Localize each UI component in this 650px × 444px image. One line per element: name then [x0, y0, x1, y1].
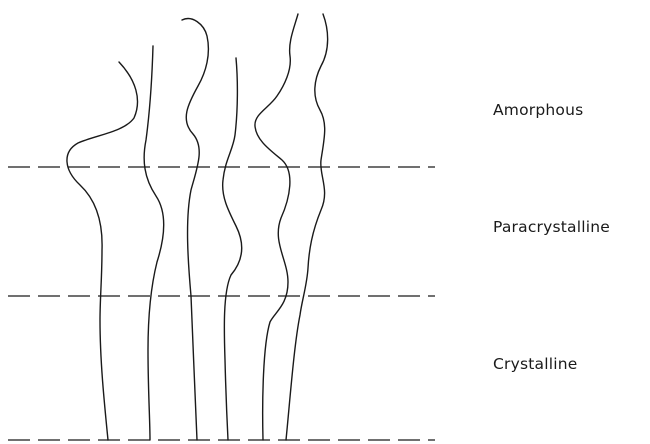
polymer-chain — [67, 62, 138, 440]
region-label-amorphous: Amorphous — [493, 101, 583, 119]
region-label-crystalline: Crystalline — [493, 355, 578, 373]
polymer-chain — [144, 46, 164, 440]
polymer-chain — [286, 14, 328, 440]
polymer-chain — [223, 58, 242, 440]
polymer-chain — [182, 19, 208, 440]
region-label-paracrystalline: Paracrystalline — [493, 218, 610, 236]
